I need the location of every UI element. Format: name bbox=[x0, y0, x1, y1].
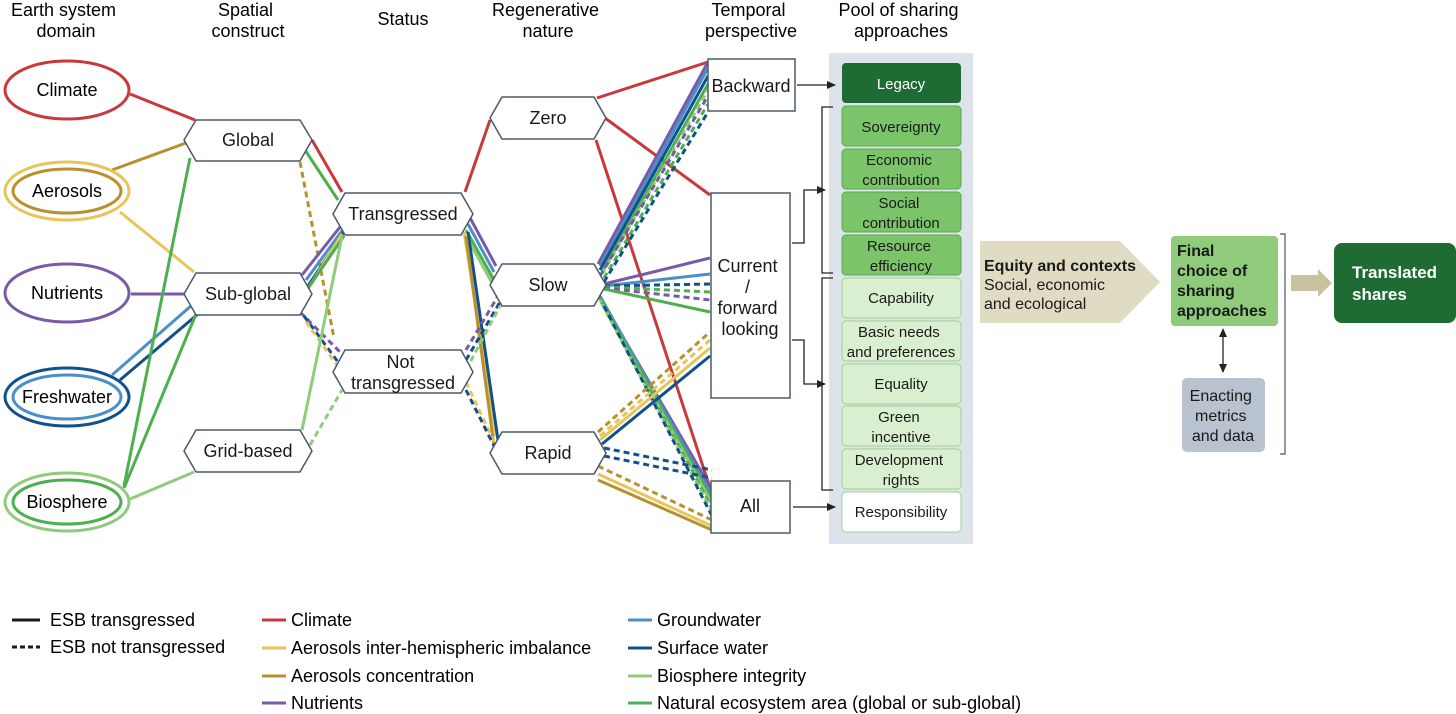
link-biosphere-subglobal bbox=[122, 313, 198, 489]
legend-esb-not-transgressed: ESB not transgressed bbox=[50, 637, 225, 657]
legend-climate: Climate bbox=[291, 610, 352, 630]
pool-social-contribution: Social contribution bbox=[841, 191, 962, 233]
svg-text:Development rights: Development rights bbox=[855, 452, 948, 489]
svg-text:Not transgressed: Not transgressed bbox=[351, 352, 455, 393]
domain-freshwater: Freshwater bbox=[3, 366, 131, 428]
domain-climate: Climate bbox=[3, 59, 131, 121]
domain-nodes: Climate Aerosols Nutrients Freshwater Bi… bbox=[3, 59, 131, 533]
translated-arrow bbox=[1291, 269, 1332, 297]
pool-equality: Equality bbox=[841, 363, 962, 405]
svg-text:Green incentive: Green incentive bbox=[871, 409, 930, 446]
legend-biosphere-integrity: Biosphere integrity bbox=[657, 666, 806, 686]
header-regenerative-nature: Regenerative nature bbox=[492, 0, 604, 41]
temporal-pool-arrows bbox=[792, 81, 836, 511]
regen-rapid: Rapid bbox=[489, 431, 607, 475]
header-earth-system-domain: Earth system domain bbox=[11, 0, 121, 41]
pool-boxes: Legacy Sovereignty Economic contribution… bbox=[841, 63, 962, 533]
final-bracket bbox=[1280, 233, 1286, 455]
link-aerosols-subglobal bbox=[119, 210, 195, 274]
domain-biosphere: Biosphere bbox=[3, 471, 131, 533]
pool-development-rights: Development rights bbox=[841, 448, 962, 490]
header-temporal-perspective: Temporal perspective bbox=[705, 0, 797, 41]
spatial-sub-global: Sub-global bbox=[183, 272, 313, 316]
temporal-nodes: Backward Current / forward looking All bbox=[707, 58, 796, 534]
svg-text:Equality: Equality bbox=[874, 376, 928, 393]
svg-text:Enacting metrics a: Enacting metrics and data bbox=[1190, 388, 1257, 445]
translated-shares-box: Translated shares bbox=[1334, 243, 1456, 323]
regen-slow: Slow bbox=[489, 263, 607, 307]
status-transgressed: Transgressed bbox=[332, 192, 474, 236]
domain-nutrients: Nutrients bbox=[3, 262, 131, 324]
status-not-transgressed: Not transgressed bbox=[332, 349, 474, 394]
svg-text:Economic contribution: Economic contribution bbox=[862, 152, 940, 189]
svg-text:Social, economic and eco: Social, economic and ecological bbox=[984, 277, 1109, 313]
pool-resource-efficiency: Resource efficiency bbox=[841, 234, 962, 276]
regen-zero: Zero bbox=[489, 96, 607, 140]
legend-nutrients: Nutrients bbox=[291, 693, 363, 713]
svg-text:All: All bbox=[740, 496, 760, 516]
svg-text:Freshwater: Freshwater bbox=[22, 387, 112, 407]
svg-text:Slow: Slow bbox=[528, 275, 568, 295]
svg-text:Social contribution: Social contribution bbox=[862, 195, 940, 232]
enacting-metrics-box: Enacting metrics and data bbox=[1182, 378, 1265, 452]
header-status: Status bbox=[377, 9, 428, 29]
legend-surface-water: Surface water bbox=[657, 638, 768, 658]
spatial-grid-based: Grid-based bbox=[183, 429, 313, 473]
svg-text:Aerosols: Aerosols bbox=[32, 181, 102, 201]
svg-text:Capability: Capability bbox=[868, 290, 934, 307]
svg-text:Rapid: Rapid bbox=[524, 443, 571, 463]
pool-legacy: Legacy bbox=[842, 63, 961, 103]
link-biosphere-global bbox=[122, 157, 192, 487]
pool-capability: Capability bbox=[841, 277, 962, 319]
pool-basic-needs: Basic needs and preferences bbox=[841, 320, 962, 362]
spatial-global: Global bbox=[183, 119, 313, 162]
connector-lines bbox=[111, 60, 714, 532]
svg-text:Resource efficiency: Resource efficiency bbox=[867, 238, 935, 275]
header-spatial-construct: Spatial construct bbox=[211, 0, 284, 41]
temporal-backward: Backward bbox=[707, 58, 796, 112]
temporal-all: All bbox=[710, 480, 791, 534]
svg-text:Translated shares: Translated shares bbox=[1352, 263, 1442, 304]
svg-text:Equity and contexts: Equity and contexts bbox=[984, 258, 1136, 275]
link-biosphere-grid bbox=[129, 470, 195, 501]
svg-text:Legacy: Legacy bbox=[877, 76, 926, 93]
legend-natural-ecosystem: Natural ecosystem area (global or sub-gl… bbox=[657, 693, 1021, 713]
pool-economic-contribution: Economic contribution bbox=[841, 148, 962, 190]
link-aerosols-global bbox=[111, 141, 187, 172]
svg-text:Zero: Zero bbox=[529, 108, 566, 128]
legend-groundwater: Groundwater bbox=[657, 610, 761, 630]
equity-and-contexts: Equity and contexts Social, economic and… bbox=[980, 241, 1160, 323]
svg-text:Sub-global: Sub-global bbox=[205, 284, 291, 304]
svg-text:Global: Global bbox=[222, 130, 274, 150]
svg-text:Responsibility: Responsibility bbox=[855, 504, 948, 521]
svg-text:Grid-based: Grid-based bbox=[203, 441, 292, 461]
legend-aerosols-concentration: Aerosols concentration bbox=[291, 666, 474, 686]
link-climate-global bbox=[129, 92, 196, 122]
svg-text:Climate: Climate bbox=[36, 80, 97, 100]
svg-text:Final choice of sh: Final choice of sharing approaches bbox=[1177, 243, 1267, 320]
svg-text:Nutrients: Nutrients bbox=[31, 283, 103, 303]
domain-aerosols: Aerosols bbox=[3, 160, 131, 222]
svg-text:Transgressed: Transgressed bbox=[348, 204, 457, 224]
final-choice-box: Final choice of sharing approaches bbox=[1171, 236, 1278, 326]
header-pool-of-sharing: Pool of sharing approaches bbox=[838, 0, 963, 41]
legend: ESB transgressed ESB not transgressed Cl… bbox=[12, 610, 1021, 713]
pool-sovereignty: Sovereignty bbox=[841, 105, 962, 147]
svg-text:Backward: Backward bbox=[711, 76, 790, 96]
svg-text:Current / forw: Current / forward looking bbox=[717, 256, 782, 339]
svg-text:Sovereignty: Sovereignty bbox=[861, 119, 941, 136]
svg-text:Basic needs and prefer: Basic needs and preferences bbox=[847, 324, 955, 361]
link-freshwater-surface bbox=[119, 312, 199, 382]
legend-esb-transgressed: ESB transgressed bbox=[50, 610, 195, 630]
pool-green-incentive: Green incentive bbox=[841, 405, 962, 447]
legend-aerosols-imbalance: Aerosols inter-hemispheric imbalance bbox=[291, 638, 591, 658]
temporal-current-forward: Current / forward looking bbox=[710, 192, 791, 399]
pool-responsibility: Responsibility bbox=[841, 491, 962, 533]
hexagon-nodes: Global Sub-global Grid-based Transgresse… bbox=[183, 96, 607, 475]
svg-text:Biosphere: Biosphere bbox=[26, 492, 107, 512]
